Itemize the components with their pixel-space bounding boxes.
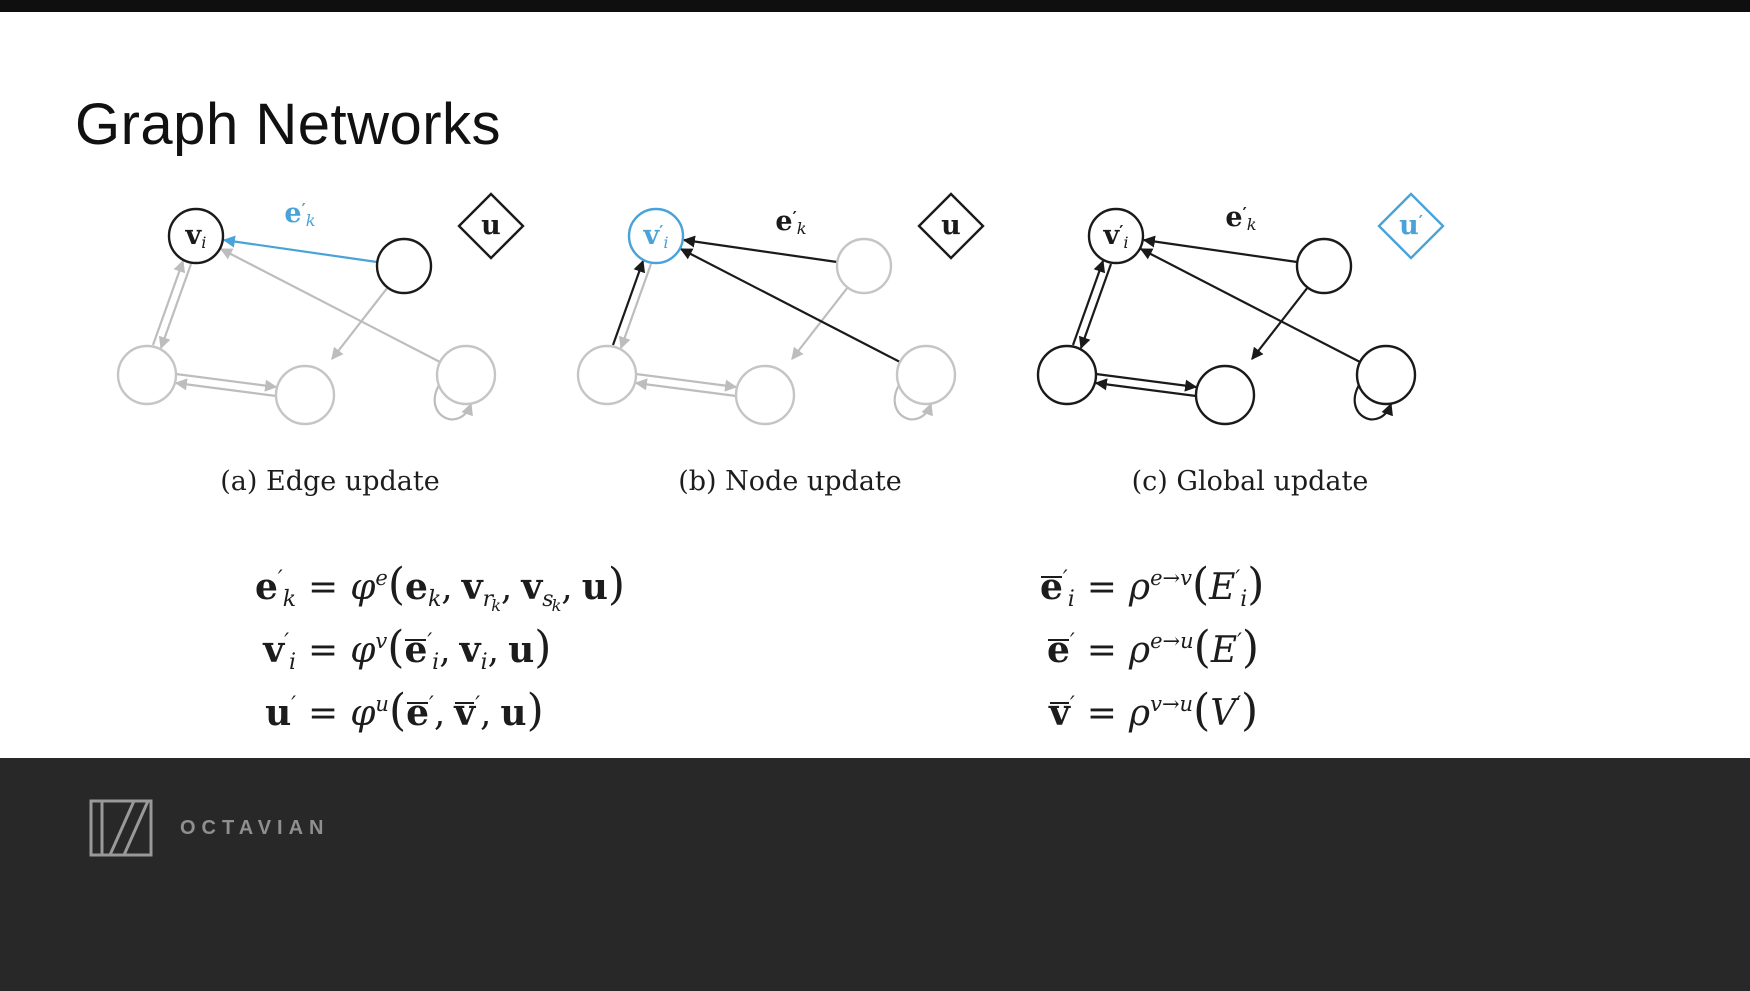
equation-global-rhs: =φu(e′,v′,u): [308, 678, 544, 736]
edge-tr-to-vi-highlighted: [222, 235, 378, 264]
node-sender: [1295, 237, 1353, 295]
edge-ek-label: e′k: [1225, 202, 1257, 234]
edge-br-to-vi: [1139, 248, 1361, 363]
equation-edge-rhs: =φe(ek,vrk,vsk,u): [308, 559, 626, 615]
node-update-graph: [576, 192, 985, 426]
node-bottom-left: [1036, 344, 1098, 406]
edge-ek-label: e′k: [284, 198, 316, 230]
node-bottom-middle: [274, 364, 336, 426]
node-vi-label: vi: [185, 220, 207, 252]
node-update-diagram: v′i e′k u (b) Node update: [570, 178, 1010, 497]
edge-tr-to-bm: [791, 286, 849, 360]
global-u-label: u: [941, 210, 961, 242]
equation-agg-ev-rhs: =ρe→v(E′i): [1086, 559, 1265, 612]
edge-ek-label: e′k: [775, 206, 807, 238]
edge-br-self-loop: [433, 384, 473, 421]
equation-agg-vu-rhs: =ρv→u(V′): [1086, 685, 1259, 736]
edge-bm-to-bl: [634, 378, 737, 398]
edge-br-to-vi: [219, 248, 441, 363]
edge-vi-to-bl: [158, 263, 193, 350]
aggregation-function-equations: e′i =ρe→v(E′i) e′=ρe→u(E′) v′=ρv→u(V′): [1040, 552, 1265, 736]
edge-bl-to-bm: [175, 372, 278, 392]
edge-br-to-vi-aggregated: [679, 248, 901, 363]
equation-agg-eu-rhs: =ρe→u(E′): [1086, 622, 1260, 673]
brand-name: OCTAVIAN: [180, 816, 330, 839]
edge-bl-to-bm: [1095, 372, 1198, 392]
node-bottom-left: [576, 344, 638, 406]
edge-bl-to-vi: [151, 259, 186, 346]
node-vi-label: v′i: [643, 220, 669, 252]
node-bottom-right: [1355, 344, 1417, 406]
caption-global-update: (c) Global update: [1131, 466, 1369, 497]
footer-bar: OCTAVIAN: [0, 758, 1750, 991]
node-sender: [375, 237, 433, 295]
node-bottom-left: [116, 344, 178, 406]
equation-agg-ev-lhs: e′i: [1040, 552, 1075, 612]
page-title: Graph Networks: [75, 91, 502, 157]
equation-edge-lhs: e′k: [255, 566, 297, 612]
equation-agg-eu-lhs: e′: [1047, 615, 1075, 671]
equation-node-lhs: v′i: [263, 629, 297, 675]
edge-br-self-loop: [1353, 384, 1393, 421]
global-u-label: u: [481, 210, 501, 242]
node-vi-label: v′i: [1103, 220, 1129, 252]
global-update-diagram: v′i e′k u′ (c) Global update: [1030, 178, 1470, 497]
node-bottom-right: [435, 344, 497, 406]
edge-update-diagram: vi e′k u (a) Edge update: [110, 178, 550, 497]
edge-tr-to-bm: [1251, 286, 1309, 360]
global-attribute-diamond: [457, 192, 525, 260]
node-bottom-middle: [734, 364, 796, 426]
edge-tr-to-vi: [1142, 235, 1298, 264]
node-sender: [835, 237, 893, 295]
edge-br-self-loop: [893, 384, 933, 421]
brand: OCTAVIAN: [88, 798, 329, 858]
equation-node-rhs: =φv(e′i,vi,u): [308, 622, 552, 675]
edge-bl-to-vi: [1071, 259, 1106, 346]
global-attribute-diamond-updated: [1377, 192, 1445, 260]
global-u-label: u′: [1399, 210, 1423, 242]
node-vi: [1087, 207, 1145, 265]
node-vi: [167, 207, 225, 265]
edge-bm-to-bl: [174, 378, 277, 398]
node-bottom-right: [895, 344, 957, 406]
edge-bl-to-bm: [635, 372, 738, 392]
global-attribute-diamond: [917, 192, 985, 260]
edge-vi-to-bl: [1078, 263, 1113, 350]
update-function-equations: e′k =φe(ek,vrk,vsk,u) v′i =φv(e′i,vi,u) u′…: [255, 552, 626, 736]
caption-node-update: (b) Node update: [678, 466, 902, 497]
edge-tr-to-bm: [331, 286, 389, 360]
equation-global-lhs: u′: [265, 692, 297, 734]
octavian-logo-icon: [89, 799, 153, 857]
edge-tr-to-vi-aggregated: [682, 235, 838, 264]
edge-update-graph: [116, 192, 525, 426]
node-vi-updated: [627, 207, 685, 265]
global-update-graph: [1036, 192, 1445, 426]
edge-bm-to-bl: [1094, 378, 1197, 398]
top-strip: [0, 0, 1750, 12]
node-bottom-middle: [1194, 364, 1256, 426]
graph-network-figure: vi e′k u (a) Edge update: [110, 178, 1470, 497]
equation-agg-vu-lhs: v′: [1049, 678, 1075, 734]
edge-vi-to-bl: [618, 263, 653, 350]
edge-bl-to-vi-aggregated: [611, 259, 646, 346]
caption-edge-update: (a) Edge update: [220, 466, 440, 497]
